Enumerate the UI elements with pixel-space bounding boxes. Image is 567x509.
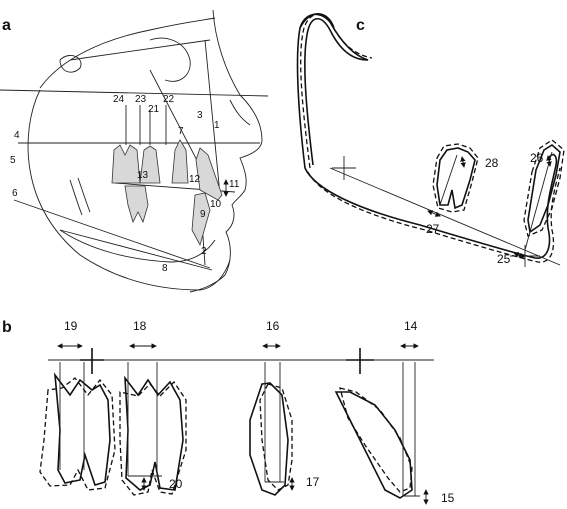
line-1-vertical [204, 39, 221, 196]
label-20: 20 [169, 477, 183, 491]
arrow-28 [460, 156, 466, 168]
label-24: 24 [113, 94, 125, 105]
label-16: 16 [266, 319, 280, 333]
label-21: 21 [148, 104, 160, 115]
label-28: 28 [485, 156, 499, 170]
label-26: 26 [530, 151, 544, 165]
label-10: 10 [210, 199, 222, 210]
line-6-oblique [13, 199, 211, 269]
panel-c: c 28 26 27 25 [296, 12, 565, 267]
label-15: 15 [441, 491, 455, 505]
arrow-26 [546, 155, 552, 167]
mandible-outline [59, 229, 216, 263]
label-25: 25 [497, 252, 511, 266]
label-6: 6 [12, 188, 18, 199]
label-4: 4 [14, 130, 20, 141]
line-sn [69, 39, 211, 61]
canine-14-solid [334, 391, 413, 499]
molar-18-dashed [119, 380, 187, 496]
panel-b: b 19 18 16 14 20 [2, 319, 455, 505]
nasal-line [229, 99, 251, 126]
molar-c [527, 144, 561, 234]
line-5-horizontal [0, 89, 269, 97]
mandible-solid-outline [296, 13, 558, 259]
label-22: 22 [163, 94, 175, 105]
upper-incisor [195, 147, 223, 201]
lower-molar [124, 185, 149, 224]
upper-premolar [139, 145, 161, 184]
premolar-16-solid [249, 382, 289, 496]
label-11: 11 [229, 179, 240, 190]
label-3: 3 [197, 110, 203, 121]
label-5: 5 [10, 155, 16, 166]
sella-outline [59, 55, 82, 73]
label-18: 18 [133, 319, 147, 333]
upper-molar [111, 144, 141, 184]
label-19: 19 [64, 319, 78, 333]
label-27: 27 [426, 222, 440, 236]
ramus-lines [69, 177, 91, 216]
panel-a-letter: a [2, 17, 11, 34]
arrow-25 [513, 252, 525, 258]
molar-c-dashed [523, 139, 565, 237]
label-7: 7 [178, 126, 184, 137]
label-13: 13 [137, 170, 149, 181]
arrow-27 [427, 210, 441, 217]
label-1: 1 [214, 120, 220, 131]
molar-19-dashed [39, 377, 116, 491]
label-2: 2 [201, 246, 207, 257]
label-17: 17 [306, 475, 320, 489]
orbit-outline [149, 37, 191, 82]
condyle-outline [299, 12, 335, 29]
label-23: 23 [135, 94, 147, 105]
mandible-dashed-outline [300, 13, 561, 263]
upper-canine [171, 139, 189, 184]
panel-c-reference-line [329, 167, 561, 266]
panel-b-letter: b [2, 319, 12, 336]
label-12: 12 [189, 174, 201, 185]
panel-a: a 24 23 22 21 3 1 [0, 9, 269, 293]
skull-outline [27, 89, 231, 291]
label-8: 8 [162, 263, 168, 274]
line-8-mandibular [59, 229, 213, 271]
axis-26 [524, 151, 553, 251]
cranial-base-outline [39, 17, 216, 89]
molar-19-solid [53, 372, 111, 486]
label-9: 9 [200, 209, 206, 220]
canine-14-dashed [339, 387, 413, 493]
label-14: 14 [404, 319, 418, 333]
panel-c-letter: c [356, 17, 365, 34]
soft-tissue-profile [189, 9, 263, 293]
lower-incisor [191, 192, 211, 247]
axis-28 [439, 154, 458, 206]
